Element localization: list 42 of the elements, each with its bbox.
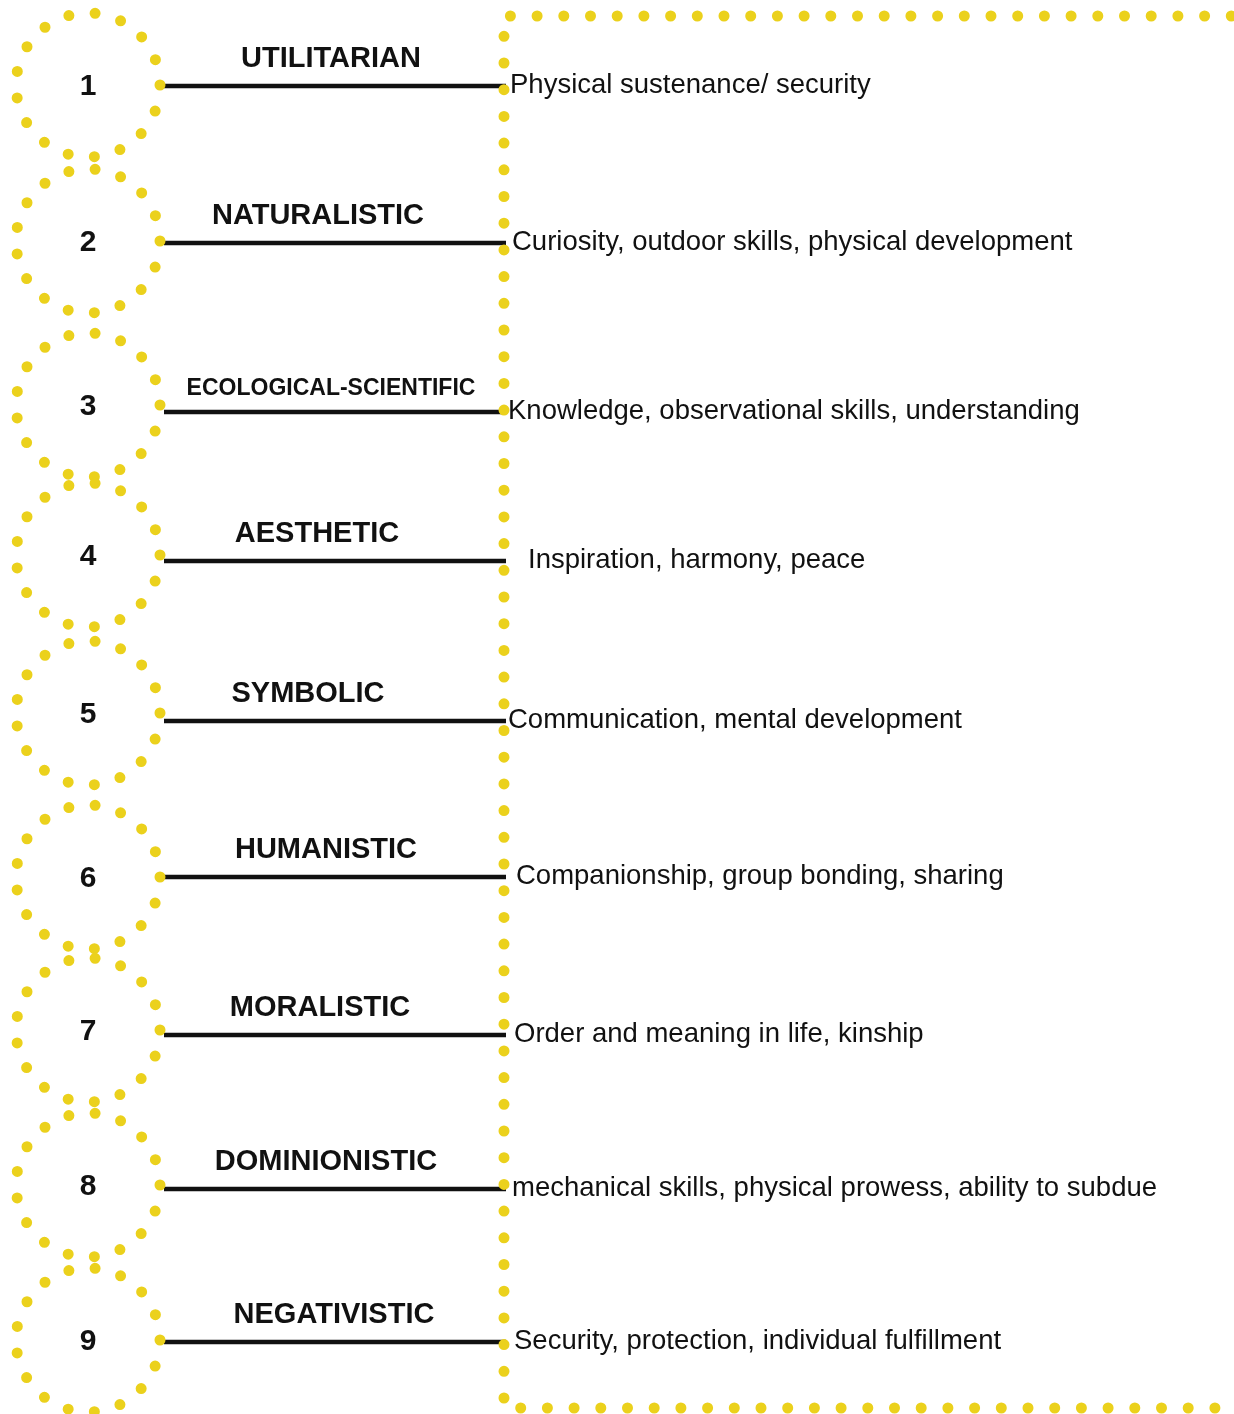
dotted-circle xyxy=(10,635,166,791)
dotted-circle xyxy=(10,163,166,319)
circle-number: 8 xyxy=(79,1168,97,1202)
circle-number: 6 xyxy=(79,860,97,894)
edge-label: NATURALISTIC xyxy=(211,199,425,231)
dotted-circle xyxy=(10,799,166,955)
circle-number: 7 xyxy=(79,1013,97,1047)
description-text: Companionship, group bonding, sharing xyxy=(506,858,1004,896)
dotted-circle xyxy=(10,477,166,633)
description-text: Curiosity, outdoor skills, physical development xyxy=(506,224,1073,262)
dotted-circle xyxy=(10,1107,166,1263)
connector-line xyxy=(164,558,506,564)
edge-label: HUMANISTIC xyxy=(235,833,417,865)
connector-line xyxy=(164,1032,506,1038)
dotted-circle xyxy=(10,952,166,1108)
description-text: Physical sustenance/ security xyxy=(506,67,871,105)
circle-number: 5 xyxy=(79,696,97,730)
circle-number: 9 xyxy=(79,1323,97,1357)
connector-line xyxy=(164,240,506,246)
description-text: Order and meaning in life, kinship xyxy=(506,1016,924,1054)
description-text: Knowledge, observational skills, understanding xyxy=(506,393,1080,431)
connector-line xyxy=(164,718,506,724)
edge-label: UTILITARIAN xyxy=(241,42,421,74)
circle-number: 4 xyxy=(79,538,97,572)
description-text: Inspiration, harmony, peace xyxy=(506,542,866,580)
edge-label: ECOLOGICAL-SCIENTIFIC xyxy=(186,374,476,400)
connector-line xyxy=(164,874,506,880)
dotted-panel xyxy=(498,10,1234,1414)
description-text: mechanical skills, physical prowess, ability to subdue xyxy=(506,1170,1157,1208)
edge-label: MORALISTIC xyxy=(229,991,411,1023)
edge-label: AESTHETIC xyxy=(234,517,400,549)
description-text: Security, protection, individual fulfillment xyxy=(506,1323,1002,1361)
dotted-circle xyxy=(10,7,166,163)
connector-line xyxy=(164,1186,506,1192)
circle-number: 2 xyxy=(79,224,97,258)
description-text: Communication, mental development xyxy=(506,702,962,740)
edge-label: NEGATIVISTIC xyxy=(233,1298,435,1330)
circle-number: 1 xyxy=(79,68,97,102)
edge-label: SYMBOLIC xyxy=(231,677,385,709)
dotted-circle xyxy=(10,327,166,483)
circle-number: 3 xyxy=(79,388,97,422)
edge-label: DOMINIONISTIC xyxy=(214,1145,438,1177)
